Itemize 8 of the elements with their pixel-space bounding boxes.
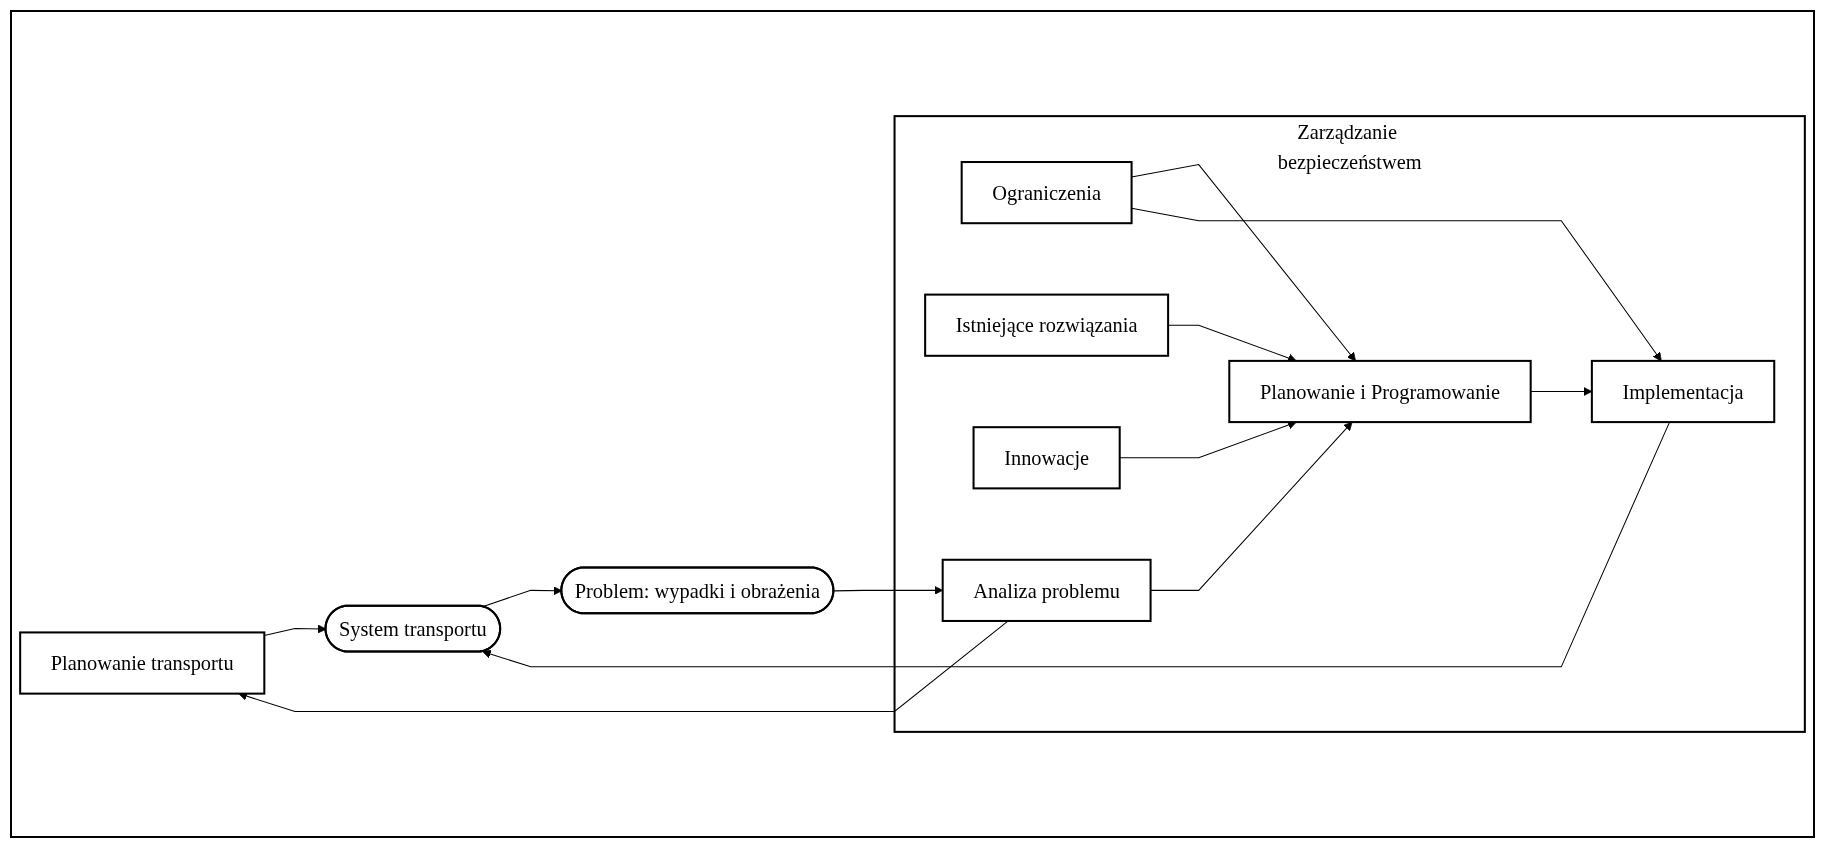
node-box: Istniejące rozwiązania (924, 293, 1170, 357)
node-box: Planowanie i Programowanie (1228, 359, 1532, 424)
node-box: Ograniczenia (960, 161, 1133, 225)
arrow (238, 620, 1009, 712)
node-box: Innowacje (972, 426, 1121, 490)
node-box: Planowanie transportu (19, 631, 266, 695)
node-box: Implementacja (1590, 359, 1776, 424)
node-box: Analiza problemu (941, 558, 1152, 622)
